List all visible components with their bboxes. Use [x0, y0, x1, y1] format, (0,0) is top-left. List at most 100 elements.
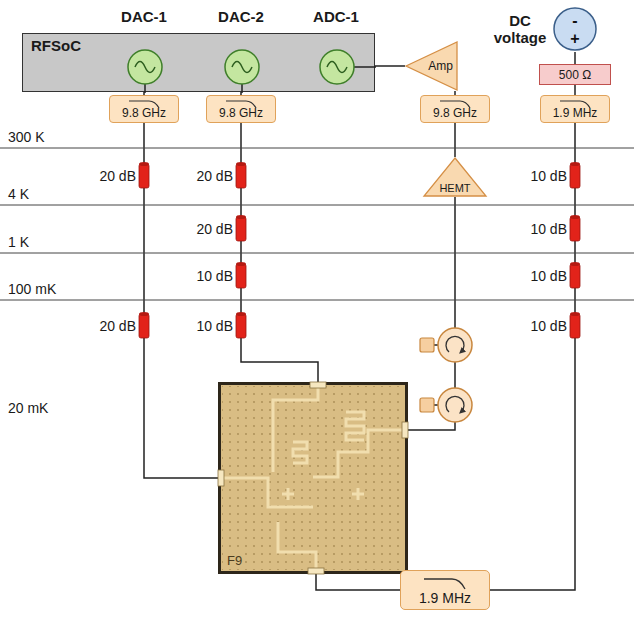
temperature-stage-lines: [0, 148, 634, 300]
chip-pad: [402, 422, 408, 438]
wire: [574, 85, 576, 95]
node-text: Amp: [428, 59, 453, 73]
node-text: DC voltage: [490, 12, 550, 46]
node-text: RFSoC: [31, 37, 81, 55]
circulator-body: [438, 328, 472, 362]
attenuator: [139, 312, 149, 338]
node-text: 1.9 MHz: [553, 107, 598, 120]
attenuation-value: 20 dB: [99, 168, 136, 184]
node-text: F9: [225, 553, 244, 568]
stage-line: [0, 253, 634, 254]
stage-line: [0, 148, 634, 149]
converter-circle: [225, 50, 259, 84]
lowpass-filter: 1.9 MHz: [400, 570, 490, 610]
attenuation-value: 10 dB: [530, 168, 567, 184]
node-text: 1.9 MHz: [419, 590, 471, 606]
signal-name: DAC-2: [218, 8, 264, 26]
port-wire: [241, 84, 243, 93]
rfsoc-board: RFSoC: [22, 33, 375, 92]
attenuation-value: 10 dB: [530, 318, 567, 334]
chip-trace: [218, 478, 313, 507]
temperature-stage: 300 K: [8, 129, 45, 145]
chip-pad: [218, 470, 224, 486]
chip-trace: [278, 522, 316, 574]
amplifier: Amp: [405, 41, 458, 91]
converter-circle: [320, 50, 354, 84]
termination: [420, 398, 434, 412]
attenuation-value: 10 dB: [530, 221, 567, 237]
attenuator: [139, 162, 149, 188]
attenuator: [236, 162, 246, 188]
temperature-stage: 1 K: [8, 234, 29, 250]
lowpass-filter: 9.8 GHz: [109, 95, 179, 123]
termination: [420, 338, 434, 352]
attenuation-value: 20 dB: [99, 318, 136, 334]
amplifier-triangle: [424, 158, 486, 196]
node-text: 9.8 GHz: [122, 107, 166, 120]
wire: [574, 52, 576, 64]
signal-name: DAC-1: [121, 8, 167, 26]
node-shape: [218, 382, 408, 574]
hemt-amplifier: HEMT: [423, 157, 487, 197]
chip-trace: [313, 430, 408, 477]
node-text: -: [572, 13, 577, 28]
source-circle: [554, 8, 596, 50]
circulator-body: [438, 388, 472, 422]
chip-trace: [346, 412, 364, 440]
chip-pad: [310, 382, 326, 388]
stage-line: [0, 300, 634, 301]
attenuation-value: 10 dB: [196, 318, 233, 334]
wire: [454, 123, 456, 157]
temperature-stage: 100 mK: [8, 281, 56, 297]
lowpass-filter: 9.8 GHz: [420, 95, 490, 123]
chip-pad: [308, 568, 324, 574]
resistor: 500 Ω: [539, 64, 611, 85]
attenuator: [570, 262, 580, 288]
attenuation-value: 20 dB: [196, 221, 233, 237]
lowpass-filter: 9.8 GHz: [206, 95, 276, 123]
attenuator: [570, 312, 580, 338]
stage-line: [0, 205, 634, 206]
circulator: [420, 328, 472, 362]
signal-name: ADC-1: [313, 8, 359, 26]
wire: [316, 574, 400, 590]
sine-symbol: [327, 62, 347, 73]
port-wire: [354, 66, 376, 68]
wire: [375, 65, 405, 67]
node-text: HEMT: [439, 182, 470, 194]
sine-symbol: [135, 62, 155, 73]
attenuator: [570, 215, 580, 241]
qubit-chip: F9: [218, 382, 408, 574]
lowpass-filter: 1.9 MHz: [540, 95, 610, 123]
node-text: 9.8 GHz: [219, 107, 263, 120]
node-text: +: [570, 31, 579, 46]
attenuation-value: 10 dB: [530, 268, 567, 284]
chip-trace: [352, 488, 364, 500]
attenuator: [236, 312, 246, 338]
circulator-arrow: [446, 396, 464, 412]
wire: [490, 123, 575, 590]
amplifier-triangle: [406, 42, 457, 90]
temperature-stage: 4 K: [8, 186, 29, 202]
node-text: 500 Ω: [559, 68, 591, 82]
converter-circle: [128, 50, 162, 84]
temperature-stage: 20 mK: [8, 400, 48, 416]
chip-trace: [282, 488, 294, 500]
attenuator: [236, 262, 246, 288]
sine-symbol: [232, 62, 252, 73]
dc-voltage-source: DC voltage-+: [490, 6, 597, 52]
polarity-marks: -+: [553, 8, 597, 50]
attenuator: [570, 162, 580, 188]
attenuation-value: 10 dB: [196, 268, 233, 284]
chip-trace: [273, 382, 318, 472]
circulator: [420, 388, 472, 422]
node-text: 9.8 GHz: [433, 107, 477, 120]
circulator-arrow: [446, 336, 464, 352]
port-wire: [144, 84, 146, 93]
chip-trace: [293, 442, 307, 463]
lowpass-symbol: [424, 579, 465, 589]
attenuator: [236, 215, 246, 241]
attenuation-value: 20 dB: [196, 168, 233, 184]
